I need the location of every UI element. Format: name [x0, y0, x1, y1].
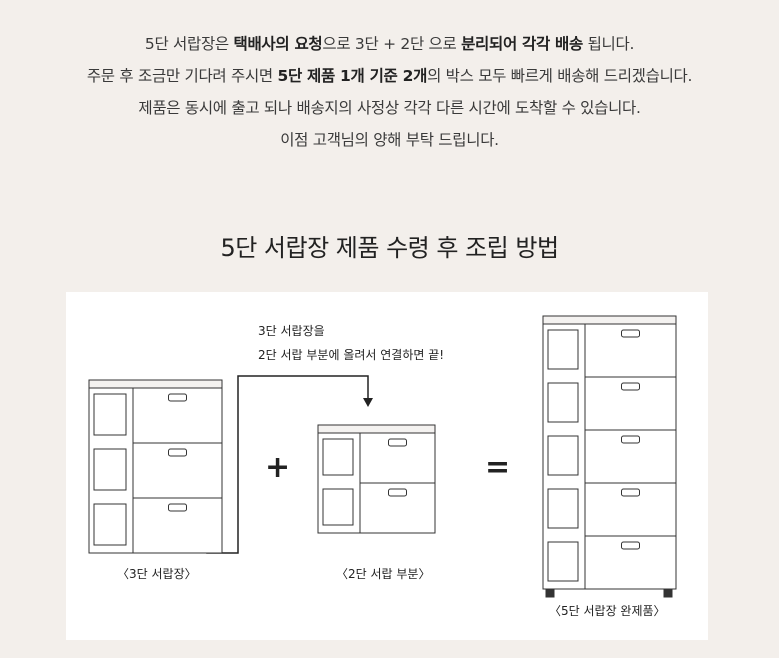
cabinet-top [317, 424, 436, 434]
section-title: 5단 서랍장 제품 수령 후 조립 방법 [220, 234, 559, 262]
plus-sign: + [265, 450, 291, 485]
drawer-handle-icon [621, 382, 640, 391]
notice-line-3: 제품은 동시에 출고 되나 배송지의 사정상 각각 다른 시간에 도착할 수 있… [138, 99, 641, 117]
shipping-notice: 5단 서랍장은 택배사의 요청으로 3단 + 2단 으로 분리되어 각각 배송 … [0, 28, 779, 156]
drawer-handle-icon [621, 329, 640, 338]
instruction-line-1: 3단 서랍장을 [258, 324, 325, 338]
notice-line-2: 주문 후 조금만 기다려 주시면 5단 제품 1개 기준 2개의 박스 모두 빠… [86, 67, 693, 85]
arrow-head-icon [363, 398, 373, 407]
label-5-tier: 〈5단 서랍장 완제품〉 [549, 604, 666, 618]
drawer-handle-icon [168, 503, 187, 512]
notice-line-1: 5단 서랍장은 택배사의 요청으로 3단 + 2단 으로 분리되어 각각 배송 … [144, 35, 635, 53]
side-window [547, 329, 579, 370]
drawer-handle-icon [621, 435, 640, 444]
cabinet-foot [663, 588, 673, 598]
instruction-line-2: 2단 서랍 부분에 올려서 연결하면 끝! [258, 348, 445, 362]
cabinet-foot [545, 588, 555, 598]
side-window [547, 488, 579, 529]
drawer-handle-icon [168, 448, 187, 457]
drawer-handle-icon [621, 541, 640, 550]
cabinet-3-tier [88, 379, 223, 554]
drawer-handle-icon [168, 393, 187, 402]
label-3-tier: 〈3단 서랍장〉 [117, 567, 197, 581]
side-window [547, 435, 579, 476]
cabinet-side-panel [317, 432, 361, 534]
notice-line-4: 이점 고객님의 양해 부탁 드립니다. [280, 131, 499, 149]
cabinet-2-tier [317, 424, 436, 534]
side-window [93, 503, 127, 546]
cabinet-top [542, 315, 677, 325]
side-window [547, 541, 579, 582]
side-window [93, 448, 127, 491]
equals-sign: = [485, 450, 511, 485]
cabinet-top [88, 379, 223, 389]
side-window [322, 488, 354, 526]
drawer-handle-icon [388, 438, 407, 447]
drawer-handle-icon [621, 488, 640, 497]
drawer [359, 482, 436, 534]
cabinet-5-tier [542, 315, 677, 598]
side-window [93, 393, 127, 436]
drawer [584, 535, 677, 590]
drawer-handle-icon [388, 488, 407, 497]
side-window [322, 438, 354, 476]
cabinet-side-panel [542, 323, 586, 590]
side-window [547, 382, 579, 423]
label-2-tier: 〈2단 서랍 부분〉 [336, 567, 431, 581]
